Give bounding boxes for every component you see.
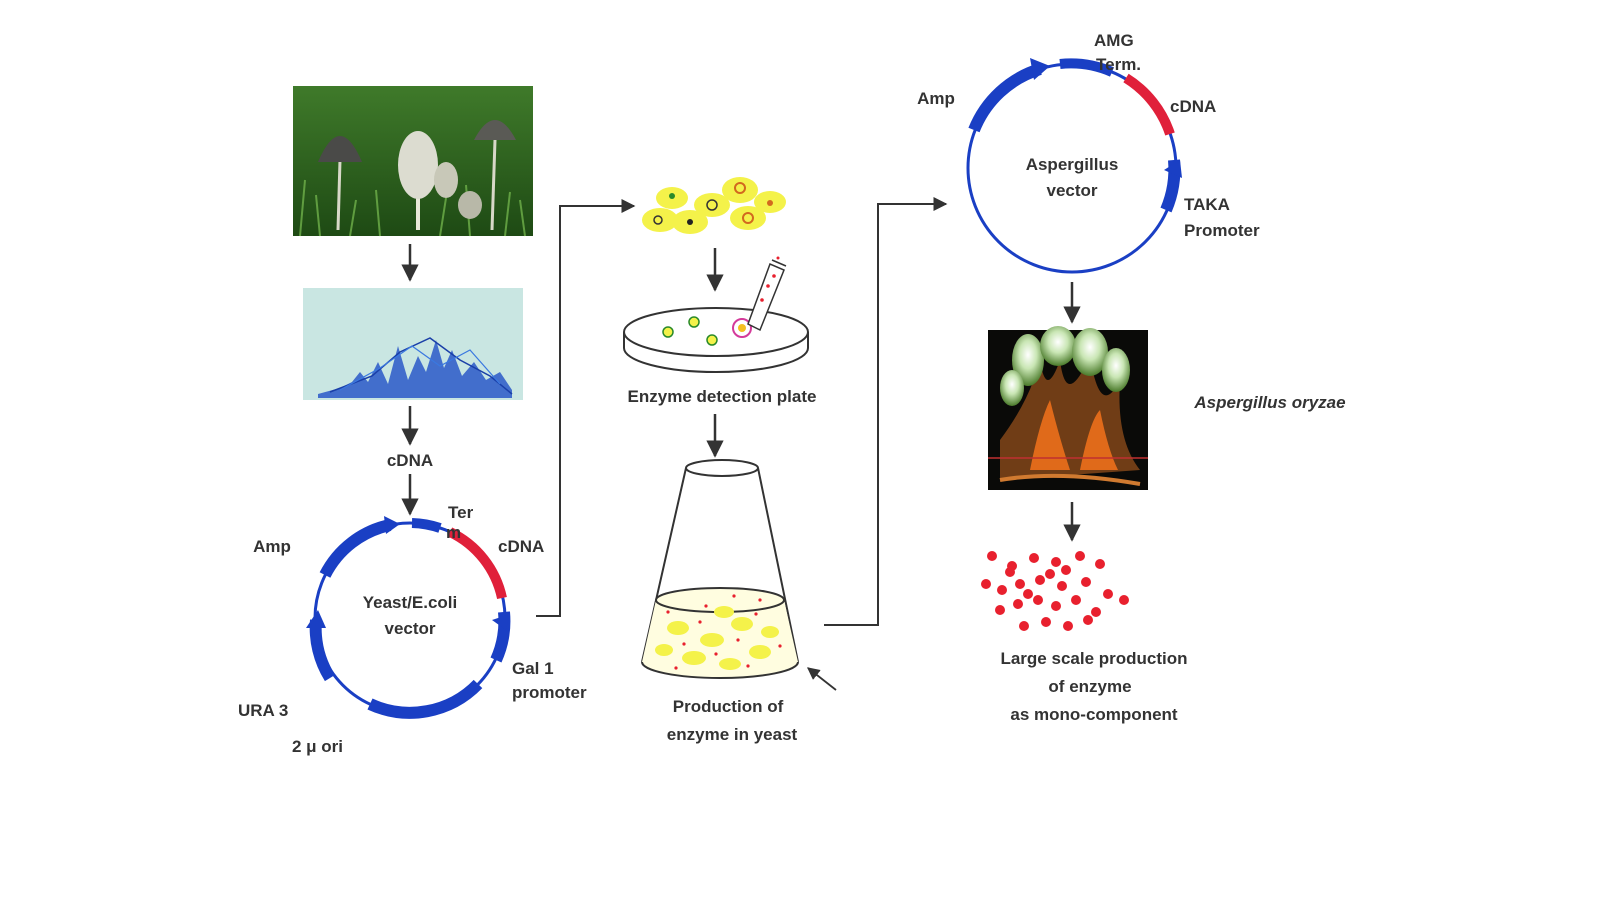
mushroom-photo: [293, 86, 533, 237]
yeast-gal-label-2: promoter: [512, 683, 587, 702]
production-label-1: Large scale production: [1000, 649, 1187, 668]
flask-label-1: Production of: [673, 697, 784, 716]
asp-vector-title-2: vector: [1046, 181, 1097, 200]
yeast-colonies: [642, 177, 786, 234]
connector-flask-to-aspergillus: [824, 197, 948, 626]
flask-label-2: enzyme in yeast: [667, 725, 798, 744]
yeast-ter-label-2: m: [446, 523, 461, 542]
yeast-vector-title-1: Yeast/E.coli: [363, 593, 458, 612]
petri-dish: [623, 307, 809, 373]
asp-amg-label-1: AMG: [1094, 31, 1134, 50]
detection-plate-label: Enzyme detection plate: [628, 387, 817, 406]
aspergillus-micrograph: [988, 326, 1148, 490]
organism-label: Aspergillus oryzae: [1193, 393, 1345, 412]
asp-amp-label: Amp: [917, 89, 955, 108]
chromatogram-image: [303, 288, 523, 400]
production-label-3: as mono-component: [1010, 705, 1178, 724]
pipette-icon: [747, 256, 787, 332]
asp-taka-label-2: Promoter: [1184, 221, 1260, 240]
asp-amg-label-2: Term.: [1096, 55, 1141, 74]
yeast-plasmid: [306, 516, 511, 719]
aspergillus-plasmid: [966, 58, 1182, 274]
arrow-into-flask: [807, 667, 837, 691]
cdna-label: cDNA: [387, 451, 433, 470]
asp-vector-title-1: Aspergillus: [1026, 155, 1119, 174]
yeast-ori-label: 2 μ ori: [292, 737, 343, 756]
asp-cdna-label: cDNA: [1170, 97, 1216, 116]
asp-taka-label-1: TAKA: [1184, 195, 1230, 214]
yeast-cdna-label: cDNA: [498, 537, 544, 556]
yeast-ura-label: URA 3: [238, 701, 288, 720]
yeast-gal-label-1: Gal 1: [512, 659, 554, 678]
connector-yeast-to-colonies: [536, 199, 636, 617]
enzyme-dots: [981, 551, 1129, 631]
yeast-ter-label-1: Ter: [448, 503, 474, 522]
production-label-2: of enzyme: [1048, 677, 1131, 696]
yeast-vector-title-2: vector: [384, 619, 435, 638]
yeast-amp-label: Amp: [253, 537, 291, 556]
fermentation-flask: [641, 459, 799, 679]
